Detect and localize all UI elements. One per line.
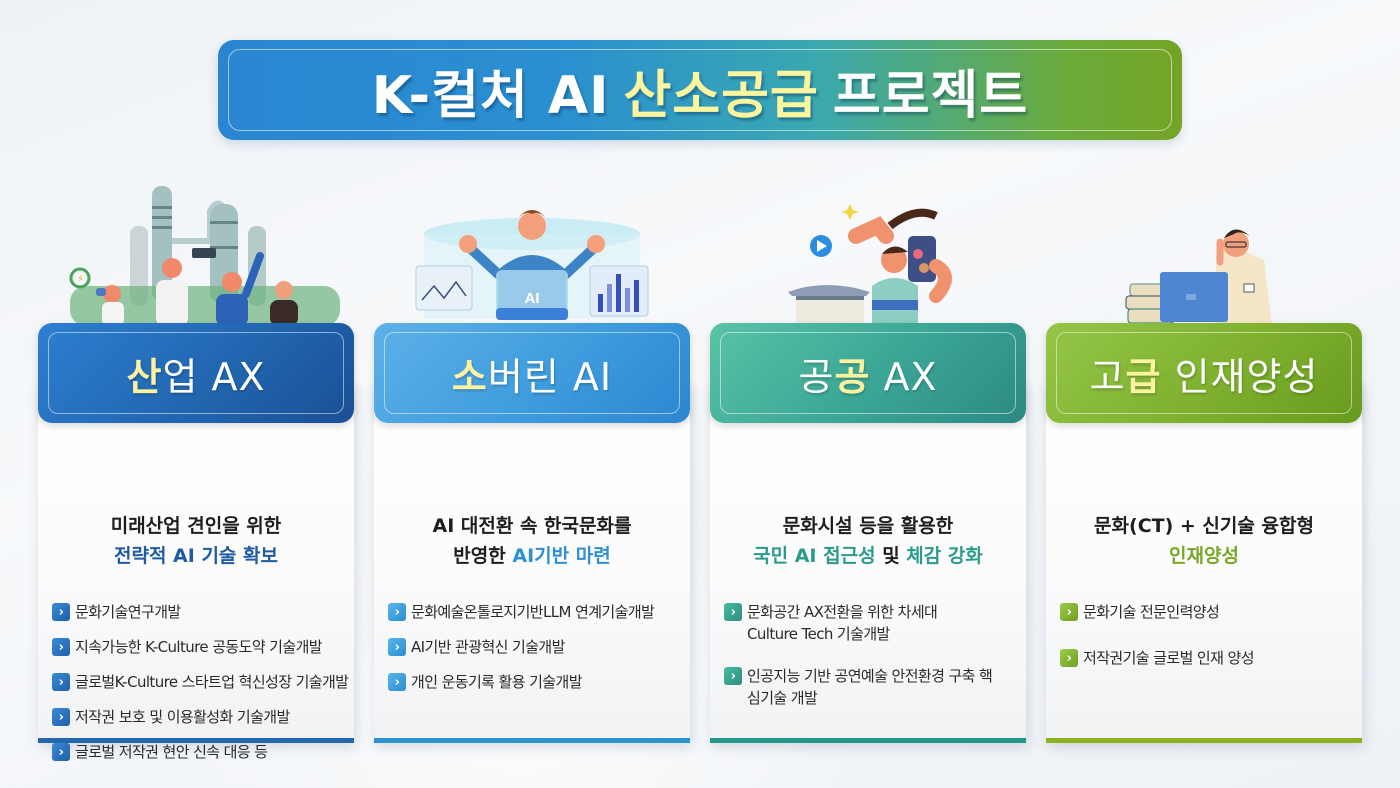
card-body: 미래산업 견인을 위한 전략적 AI 기술 확보 ›문화기술연구개발 ›지속가능… [38, 383, 354, 761]
subtitle-line-2: 반영한 AI기반 마련 [374, 541, 690, 571]
chevron-right-icon: › [1060, 603, 1078, 621]
title-highlight: 급 [1125, 354, 1162, 399]
card-industry-ax: 미래산업 견인을 위한 전략적 AI 기술 확보 ›문화기술연구개발 ›지속가능… [38, 323, 354, 761]
card-header: 공공 AX [710, 323, 1026, 423]
list-item: ›AI기반 관광혁신 기술개발 [388, 636, 688, 658]
chevron-right-icon: › [724, 603, 742, 621]
chevron-right-icon: › [388, 638, 406, 656]
industrial-plant-people-illustration: ⚡ [69, 186, 340, 326]
subtitle-line-1: AI 대전환 속 한국문화를 [432, 515, 632, 537]
list-item: ›개인 운동기록 활용 기술개발 [388, 671, 688, 693]
title-pre: 공 [798, 354, 835, 399]
subtitle-line-1: 미래산업 견인을 위한 [110, 515, 282, 537]
card-header-frame: 소버린 AI [384, 332, 680, 414]
subtitle-accent-b: 체감 강화 [906, 545, 983, 567]
title-rest: 인재양성 [1161, 354, 1319, 399]
list-item: ›지속가능한 K-Culture 공동도약 기술개발 [52, 636, 352, 658]
card-body: AI 대전환 속 한국문화를 반영한 AI기반 마련 ›문화예술온톨로지기반LL… [374, 383, 690, 743]
title-rest: 업 AX [162, 354, 266, 399]
title-pre: 고 [1089, 354, 1126, 399]
chevron-right-icon: › [388, 673, 406, 691]
card-subtitle: 문화시설 등을 활용한 국민 AI 접근성 및 체감 강화 [710, 511, 1026, 571]
card-bottom-bar [38, 738, 354, 743]
card-bottom-bar [1046, 738, 1362, 743]
chevron-right-icon: › [52, 673, 70, 691]
energy-cycle-icon [69, 267, 91, 289]
phone-icon [908, 236, 936, 282]
item-list: ›문화기술 전문인력양성 ›저작권기술 글로벌 인재 양성 [1060, 601, 1360, 682]
woman-phone-hanok-illustration [788, 204, 952, 324]
subtitle-line-1: 문화시설 등을 활용한 [782, 515, 954, 537]
list-item: ›문화기술 전문인력양성 [1060, 601, 1360, 623]
card-title: 공공 AX [798, 346, 937, 401]
card-subtitle: 미래산업 견인을 위한 전략적 AI 기술 확보 [38, 511, 354, 571]
subtitle-accent-a: 국민 AI 접근성 [753, 545, 876, 567]
card-advanced-talent: 문화(CT) + 신기술 융합형 인재양성 ›문화기술 전문인력양성 ›저작권기… [1046, 323, 1362, 743]
card-sovereign-ai: AI 대전환 속 한국문화를 반영한 AI기반 마련 ›문화예술온톨로지기반LL… [374, 323, 690, 743]
svg-text:⚡: ⚡ [77, 274, 84, 285]
list-item: ›글로벌K-Culture 스타트업 혁신성장 기술개발 [52, 671, 352, 693]
title-rest: 버린 AI [487, 354, 613, 399]
title-suffix: 프로젝트 [832, 65, 1029, 126]
title-banner: K-컬처 AI 산소공급 프로젝트 [218, 40, 1182, 140]
card-bottom-bar [374, 738, 690, 743]
subtitle-line-2: 국민 AI 접근성 및 체감 강화 [710, 541, 1026, 571]
title-prefix: K-컬처 AI [371, 65, 610, 126]
title-highlight: 소 [451, 354, 488, 399]
item-list: ›문화기술연구개발 ›지속가능한 K-Culture 공동도약 기술개발 ›글로… [52, 601, 352, 776]
subtitle-line-2: 전략적 AI 기술 확보 [114, 545, 278, 567]
card-bottom-bar [710, 738, 1026, 743]
item-list: ›문화예술온톨로지기반LLM 연계기술개발 ›AI기반 관광혁신 기술개발 ›개… [388, 601, 688, 706]
sparkle-icon [841, 204, 859, 220]
card-header-frame: 고급 인재양성 [1056, 332, 1352, 414]
card-header-frame: 공공 AX [720, 332, 1016, 414]
card-body: 문화시설 등을 활용한 국민 AI 접근성 및 체감 강화 ›문화공간 AX전환… [710, 383, 1026, 743]
people [96, 252, 298, 326]
card-header: 고급 인재양성 [1046, 323, 1362, 423]
list-item: ›저작권기술 글로벌 인재 양성 [1060, 647, 1360, 669]
title-highlight: 공 [834, 354, 871, 399]
list-item: ›문화공간 AX전환을 위한 차세대 Culture Tech 기술개발 [724, 601, 964, 645]
chevron-right-icon: › [52, 743, 70, 761]
subtitle-line-2: 인재양성 [1169, 545, 1239, 567]
ai-person-dashboard-illustration: AI [415, 210, 649, 320]
subtitle-line-1: 문화(CT) + 신기술 융합형 [1094, 515, 1314, 537]
card-subtitle: 문화(CT) + 신기술 융합형 인재양성 [1046, 511, 1362, 571]
card-title: 산업 AX [126, 346, 265, 401]
chevron-right-icon: › [1060, 649, 1078, 667]
list-item: ›인공지능 기반 공연예술 안전환경 구축 핵심기술 개발 [724, 665, 1014, 709]
card-header: 산업 AX [38, 323, 354, 423]
card-body: 문화(CT) + 신기술 융합형 인재양성 ›문화기술 전문인력양성 ›저작권기… [1046, 383, 1362, 743]
card-public-ax: 문화시설 등을 활용한 국민 AI 접근성 및 체감 강화 ›문화공간 AX전환… [710, 323, 1026, 743]
title-banner-inner: K-컬처 AI 산소공급 프로젝트 [228, 49, 1172, 131]
chevron-right-icon: › [52, 638, 70, 656]
list-item: ›글로벌 저작권 현안 신속 대응 등 [52, 741, 352, 763]
title-highlight: 산 [126, 354, 163, 399]
card-subtitle: AI 대전환 속 한국문화를 반영한 AI기반 마련 [374, 511, 690, 571]
title-rest: AX [870, 354, 938, 399]
chevron-right-icon: › [388, 603, 406, 621]
title-highlight: 산소공급 [623, 65, 819, 126]
man-laptop-books-illustration [1125, 229, 1272, 326]
list-item: ›저작권 보호 및 이용활성화 기술개발 [52, 706, 352, 728]
item-list: ›문화공간 AX전환을 위한 차세대 Culture Tech 기술개발 ›인공… [724, 601, 993, 722]
chevron-right-icon: › [724, 667, 742, 685]
card-header-frame: 산업 AX [48, 332, 344, 414]
card-title: 고급 인재양성 [1090, 346, 1319, 401]
chevron-right-icon: › [52, 708, 70, 726]
list-item: ›문화예술온톨로지기반LLM 연계기술개발 [388, 601, 688, 623]
card-title: 소버린 AI [452, 346, 612, 401]
card-header: 소버린 AI [374, 323, 690, 423]
chevron-right-icon: › [52, 603, 70, 621]
ai-label: AI [525, 290, 540, 307]
subtitle-accent: AI기반 마련 [512, 545, 611, 567]
subtitle-plain: 반영한 [453, 545, 506, 567]
list-item: ›문화기술연구개발 [52, 601, 352, 623]
subtitle-plain: 및 [882, 545, 900, 567]
